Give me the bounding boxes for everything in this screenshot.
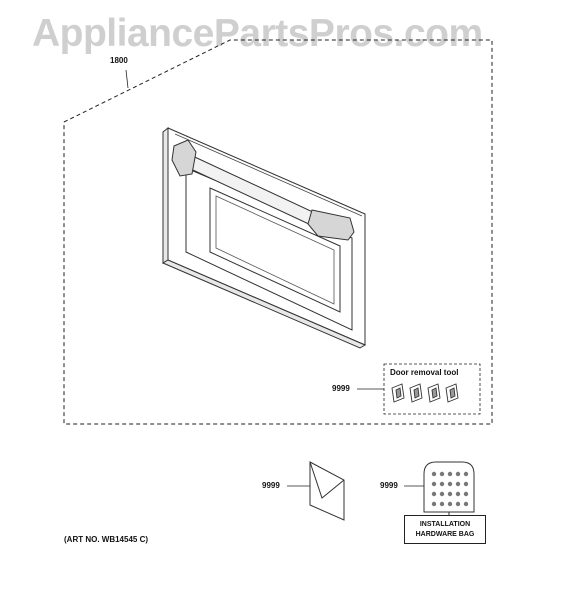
installation-hardware-bag-label: INSTALLATION HARDWARE BAG [404, 515, 486, 544]
door-removal-tools [391, 383, 459, 403]
tool-piece [445, 383, 459, 403]
tool-piece [391, 383, 405, 403]
door-window [209, 187, 341, 313]
hardware-packet [309, 461, 345, 521]
tool-piece [409, 383, 423, 403]
door-bottom-edge [161, 259, 367, 349]
bag-screws [431, 471, 469, 507]
door-top-ridge [174, 133, 363, 217]
tool-group-box [383, 363, 481, 415]
watermark-text: AppliancePartsPros.com [32, 12, 483, 55]
tool-piece [427, 383, 441, 403]
callout-1800: 1800 [110, 56, 128, 65]
callout-9999-packet: 9999 [262, 481, 280, 490]
callout-9999-bag: 9999 [380, 481, 398, 490]
handle-right-end [307, 209, 355, 241]
bag-label-line2: HARDWARE BAG [415, 531, 475, 538]
callout-9999-tool: 9999 [332, 384, 350, 393]
bag-body [423, 461, 475, 513]
door-side-edge [162, 126, 169, 264]
door-window-inset [215, 195, 335, 305]
bag-label-line1: INSTALLATION [419, 521, 471, 528]
oven-door-assembly [161, 126, 367, 349]
door-removal-tool-label: Door removal tool [390, 368, 459, 377]
installation-hardware-bag [423, 461, 475, 515]
art-number: (ART NO. WB14545 C) [64, 535, 149, 544]
handle-left-end [171, 139, 197, 177]
leader-line-1800 [125, 69, 129, 89]
assembly-boundary-dashed [63, 39, 493, 425]
